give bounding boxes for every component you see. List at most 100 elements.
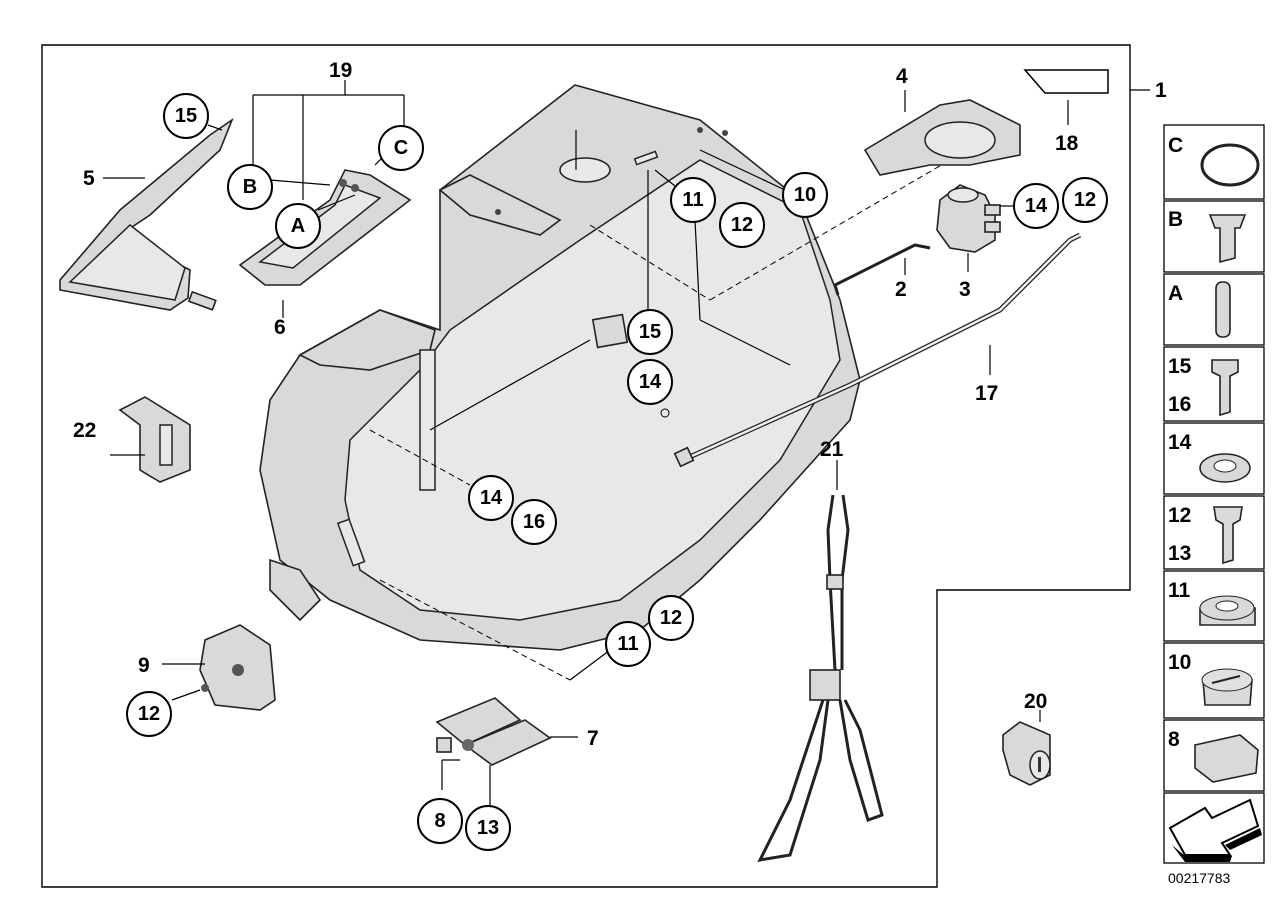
svg-text:11: 11 (617, 633, 638, 655)
legend-label-C: C (1168, 134, 1183, 157)
circle-callout-B: B (227, 164, 273, 210)
bolt-icon (1211, 359, 1239, 417)
legend-label-B: B (1168, 208, 1183, 231)
svg-text:10: 10 (794, 184, 816, 206)
callout-9: 9 (138, 654, 150, 677)
callout-2: 2 (895, 278, 907, 301)
svg-text:C: C (394, 137, 408, 159)
strap-slider (826, 574, 844, 590)
circlip-icon (1200, 143, 1260, 187)
part-3-lock (936, 184, 1001, 253)
leader-B-part (269, 179, 331, 186)
legend-label-10: 10 (1168, 651, 1191, 674)
part-4-bracket (863, 99, 1021, 176)
legend-cell-B (1163, 200, 1265, 273)
part-5-side-panel (59, 117, 234, 311)
svg-text:14: 14 (480, 487, 503, 509)
svg-text:A: A (291, 215, 305, 237)
dash-leader-3 (379, 579, 571, 681)
legend-label-A: A (1168, 282, 1183, 305)
circle-callout-15: 15 (627, 309, 673, 355)
callout-6: 6 (274, 316, 286, 339)
dash-leader-1 (589, 224, 711, 301)
pad-icon (1194, 734, 1259, 783)
plug-pin-icon (1208, 214, 1247, 264)
circle-callout-14: 14 (627, 359, 673, 405)
part-22-clip (118, 396, 191, 483)
leader-10 (699, 149, 786, 191)
legend-label-16: 16 (1168, 393, 1191, 416)
part-9-mount (199, 624, 276, 711)
washer-small (660, 408, 670, 418)
diagram-frame (41, 44, 1131, 888)
part-7-hinge (435, 697, 552, 766)
circle-callout-C: C (378, 125, 424, 171)
strap-buckle (809, 669, 841, 701)
circle-callout-16: 16 (511, 499, 557, 545)
circle-callout-14: 14 (1013, 183, 1059, 229)
callout-18: 18 (1055, 132, 1079, 155)
pin-icon (1215, 281, 1231, 338)
svg-text:14: 14 (639, 371, 662, 393)
part-21-strap (757, 494, 884, 862)
callout-22: 22 (73, 419, 96, 442)
circle-callout-A: A (275, 203, 321, 249)
svg-text:15: 15 (639, 321, 661, 343)
circle-callout-11: 11 (670, 177, 716, 223)
svg-text:B: B (243, 176, 257, 198)
leader-A-part (317, 194, 356, 211)
legend-label-8: 8 (1168, 728, 1180, 751)
svg-text:12: 12 (660, 607, 682, 629)
part-1-trunk-tray (259, 84, 861, 651)
part-15-block (591, 313, 629, 349)
legend-cell-A (1163, 273, 1265, 346)
circle-callout-13: 13 (465, 805, 511, 851)
svg-text:16: 16 (523, 511, 545, 533)
svg-text:15: 15 (175, 105, 197, 127)
callout-19: 19 (329, 59, 352, 82)
leader-tray-14 (429, 339, 591, 431)
circle-callout-12: 12 (1062, 177, 1108, 223)
svg-text:12: 12 (731, 214, 753, 236)
circle-callout-8: 8 (417, 798, 463, 844)
circle-callout-10: 10 (782, 172, 828, 218)
legend-label-13: 13 (1168, 542, 1191, 565)
svg-text:12: 12 (1074, 189, 1096, 211)
circle-callout-11: 11 (605, 621, 651, 667)
callout-20: 20 (1024, 690, 1047, 713)
legend-label-15: 15 (1168, 355, 1192, 378)
leader-11-12 (569, 649, 611, 681)
leader-700b (699, 319, 791, 366)
screw-icon (1213, 506, 1243, 565)
circle-callout-12: 12 (648, 595, 694, 641)
svg-text:13: 13 (477, 817, 499, 839)
callout-3: 3 (959, 278, 971, 301)
legend-label-14: 14 (1168, 431, 1192, 454)
leader-12c (171, 689, 201, 701)
callout-17: 17 (975, 382, 998, 405)
circle-callout-12: 12 (719, 202, 765, 248)
part-18-label (1023, 69, 1109, 94)
document-number: 00217783 (1168, 870, 1231, 886)
leader-15a (207, 124, 223, 131)
legend-cell-C (1163, 124, 1265, 200)
dash-leader-2 (709, 159, 951, 301)
part-20-lock-cylinder (1002, 721, 1051, 786)
circle-callout-14: 14 (468, 475, 514, 521)
legend-label-12: 12 (1168, 504, 1191, 527)
svg-text:14: 14 (1025, 195, 1048, 217)
callout-5: 5 (83, 167, 95, 190)
callout-21: 21 (820, 438, 844, 461)
direction-arrow-icon (1168, 798, 1260, 856)
legend-column: C B A 15 16 14 12 13 11 10 (1163, 124, 1265, 864)
part-2-rod (833, 243, 931, 296)
leader-700 (694, 219, 701, 321)
circle-callout-12: 12 (126, 691, 172, 737)
callout-1: 1 (1155, 79, 1167, 102)
dash-leader-4 (369, 429, 471, 486)
callout-4: 4 (896, 65, 908, 88)
svg-text:8: 8 (434, 810, 445, 832)
svg-text:12: 12 (138, 703, 160, 725)
svg-text:11: 11 (682, 189, 703, 211)
